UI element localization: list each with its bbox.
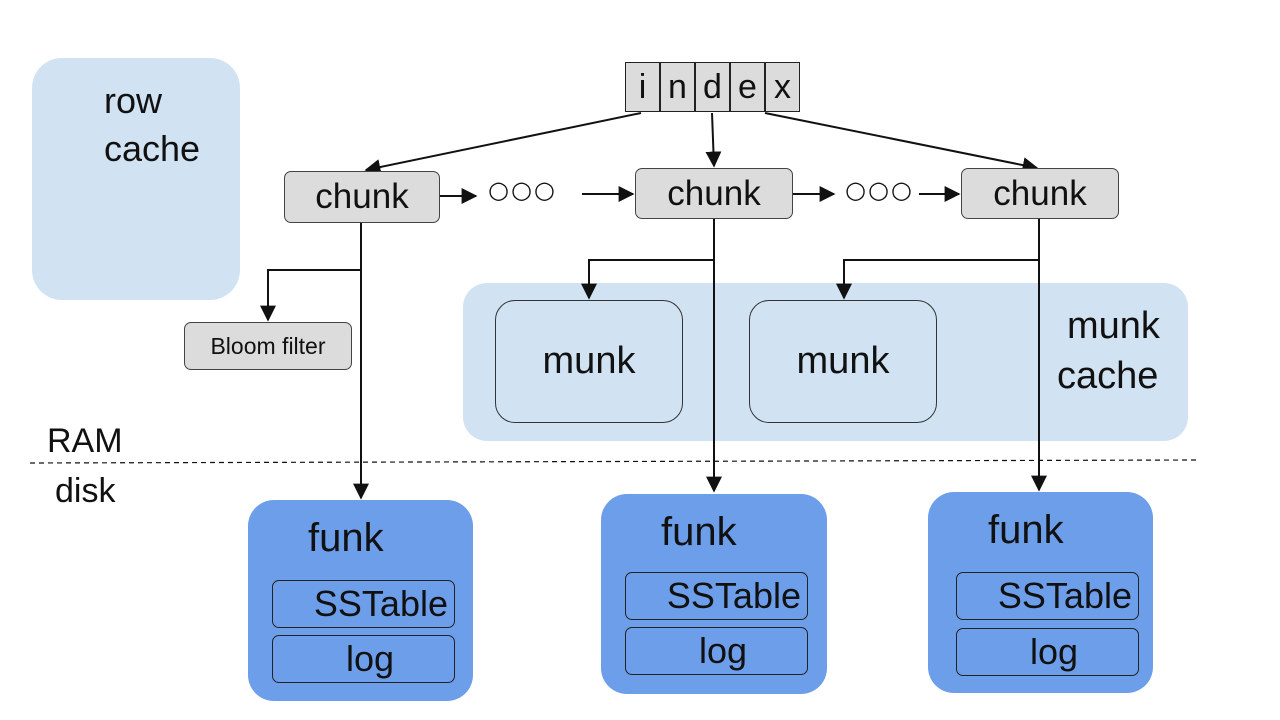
index-to-chunk-3-arrow	[764, 112, 1039, 173]
index-to-chunk-2-arrow	[705, 112, 722, 168]
munk-cache-label-line2: cache	[1057, 355, 1159, 397]
index-bar: i n d e x	[625, 62, 800, 112]
funk-1-title: funk	[308, 516, 384, 560]
munk-cache-label-line1: munk	[1067, 305, 1160, 347]
funk-2-log: log	[625, 627, 808, 675]
funk-2-sstable: SSTable	[625, 572, 808, 620]
funk-1: funk SSTable log	[248, 500, 473, 701]
funk-1-log: log	[272, 635, 455, 683]
funk-2: funk SSTable log	[601, 494, 827, 694]
ellipsis-1: ○○○	[488, 176, 557, 204]
chunk-2-to-munk-1-arrow	[581, 259, 714, 300]
munk-box-1: munk	[495, 300, 683, 423]
ram-disk-divider	[29, 459, 1197, 464]
index-cell-d: d	[695, 62, 730, 112]
index-to-chunk-1-arrow	[364, 112, 642, 175]
munk-box-2: munk	[749, 300, 937, 423]
bloom-filter-box: Bloom filter	[184, 322, 352, 370]
chunk-3: chunk	[961, 168, 1119, 219]
funk-3-log: log	[956, 628, 1139, 676]
index-cell-x: x	[765, 62, 800, 112]
ellipsis-2: ○○○	[845, 176, 914, 204]
funk-2-title: funk	[661, 510, 737, 554]
chunk-1: chunk	[284, 171, 440, 223]
index-cell-i: i	[625, 62, 660, 112]
chunk-3-to-munk-2-arrow	[836, 259, 1039, 300]
ram-label: RAM	[47, 422, 123, 460]
chunk-2: chunk	[635, 168, 793, 219]
index-cell-e: e	[730, 62, 765, 112]
funk-3-sstable: SSTable	[956, 572, 1139, 620]
chunk-1-to-bloom-filter-arrow	[260, 269, 361, 322]
row-cache-panel: row cache	[32, 58, 240, 300]
disk-label: disk	[55, 472, 116, 510]
index-cell-n: n	[660, 62, 695, 112]
row-cache-label-line1: row	[104, 80, 163, 121]
row-cache-label-line2: cache	[104, 128, 201, 169]
funk-3: funk SSTable log	[928, 492, 1153, 693]
funk-1-sstable: SSTable	[272, 580, 455, 628]
funk-3-title: funk	[988, 508, 1064, 552]
